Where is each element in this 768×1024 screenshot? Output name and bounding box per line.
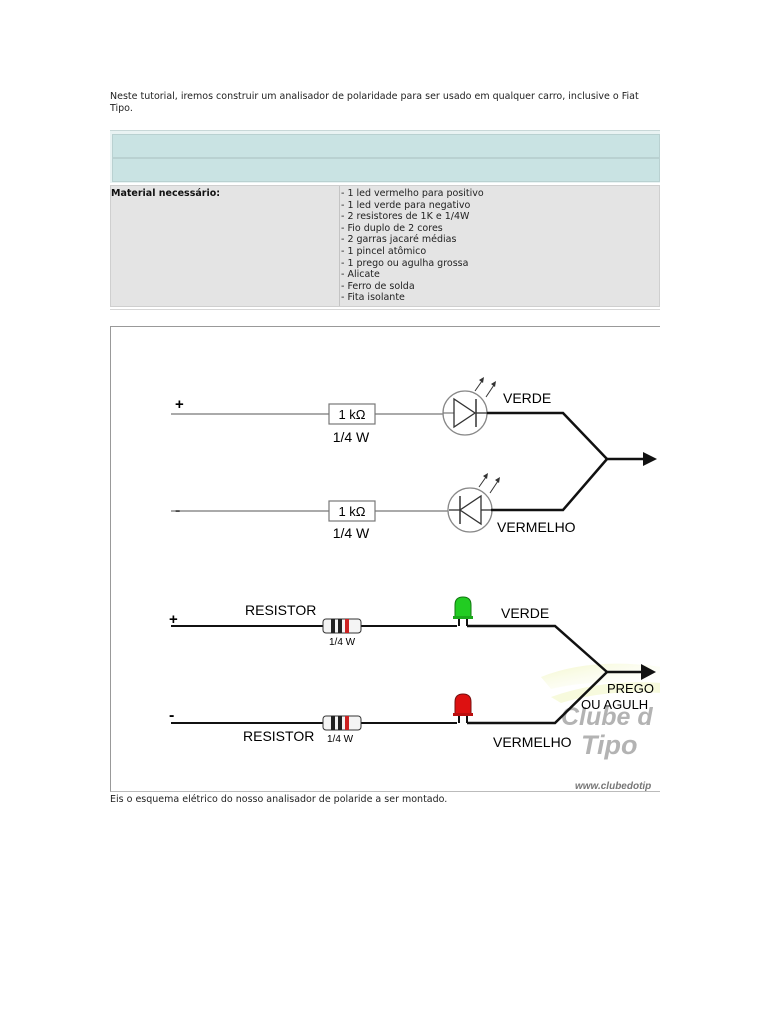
tip-label: OU AGULH [581, 697, 648, 712]
header-row [112, 158, 660, 182]
resistor-symbol [328, 500, 376, 522]
schematic-wires [171, 413, 449, 512]
list-item: Alicate [341, 269, 484, 281]
red-led [453, 693, 473, 723]
green-label: VERDE [501, 605, 549, 621]
tip-label: PREGO [607, 681, 654, 696]
resistor-rating: 1/4 W [329, 637, 356, 648]
output-wires [487, 411, 645, 512]
resistor-label: RESISTOR [245, 602, 316, 618]
resistor-component [322, 618, 362, 634]
diagram-caption: Eis o esquema elétrico do nosso analisad… [110, 794, 448, 805]
materials-label: Material necessário: [111, 188, 221, 199]
red-label: VERMELHO [493, 734, 572, 750]
materials-list: 1 led vermelho para positivo 1 led verde… [341, 188, 484, 304]
header-band [110, 130, 660, 183]
list-item: 1 led vermelho para positivo [341, 188, 483, 200]
materials-table: Material necessário: 1 led vermelho para… [110, 185, 660, 307]
resistor-value: 1 kΩ [338, 407, 365, 422]
divider [110, 309, 660, 310]
list-item: Ferro de solda [341, 281, 484, 293]
watermark-url: www.clubedotip [575, 781, 651, 792]
resistor-component [322, 715, 362, 731]
circuit-diagram: + - 1 kΩ 1/4 W 1 kΩ 1/4 W [110, 326, 660, 792]
list-item: 2 garras jacaré médias [341, 234, 484, 246]
arrow-icon [641, 664, 656, 680]
watermark-text: Clube d [561, 703, 653, 731]
resistor-rating: 1/4 W [333, 525, 370, 541]
green-led [453, 596, 473, 626]
green-label: VERDE [503, 390, 551, 406]
list-item: 1 pincel atômico [341, 246, 484, 258]
plus-sign: + [169, 611, 178, 628]
lower-wires [171, 625, 457, 724]
diode-red [447, 473, 500, 533]
header-row [112, 134, 660, 158]
list-item: Fio duplo de 2 cores [341, 223, 484, 235]
intro-paragraph: Neste tutorial, iremos construir um anal… [110, 91, 639, 114]
output-wires [467, 624, 645, 725]
arrow-icon [643, 452, 657, 466]
watermark-logo: Clube d Tipo www.clubedotip [541, 663, 660, 792]
plus-sign: + [175, 396, 184, 413]
list-item: Fita isolante [341, 292, 484, 304]
list-item: 2 resistores de 1K e 1/4W [341, 211, 484, 223]
list-item: 1 led verde para negativo [341, 200, 484, 212]
minus-sign: - [169, 707, 174, 724]
circuit-diagram-svg: + - 1 kΩ 1/4 W 1 kΩ 1/4 W [169, 377, 660, 792]
watermark-text: Tipo [581, 730, 638, 760]
resistor-rating: 1/4 W [327, 734, 354, 745]
list-item: 1 prego ou agulha grossa [341, 258, 484, 270]
red-label: VERMELHO [497, 519, 576, 535]
resistor-label: RESISTOR [243, 728, 314, 744]
diode-green [442, 377, 496, 436]
column-divider [339, 186, 340, 306]
resistor-symbol [328, 403, 376, 425]
resistor-value: 1 kΩ [338, 504, 365, 519]
resistor-rating: 1/4 W [333, 429, 370, 445]
